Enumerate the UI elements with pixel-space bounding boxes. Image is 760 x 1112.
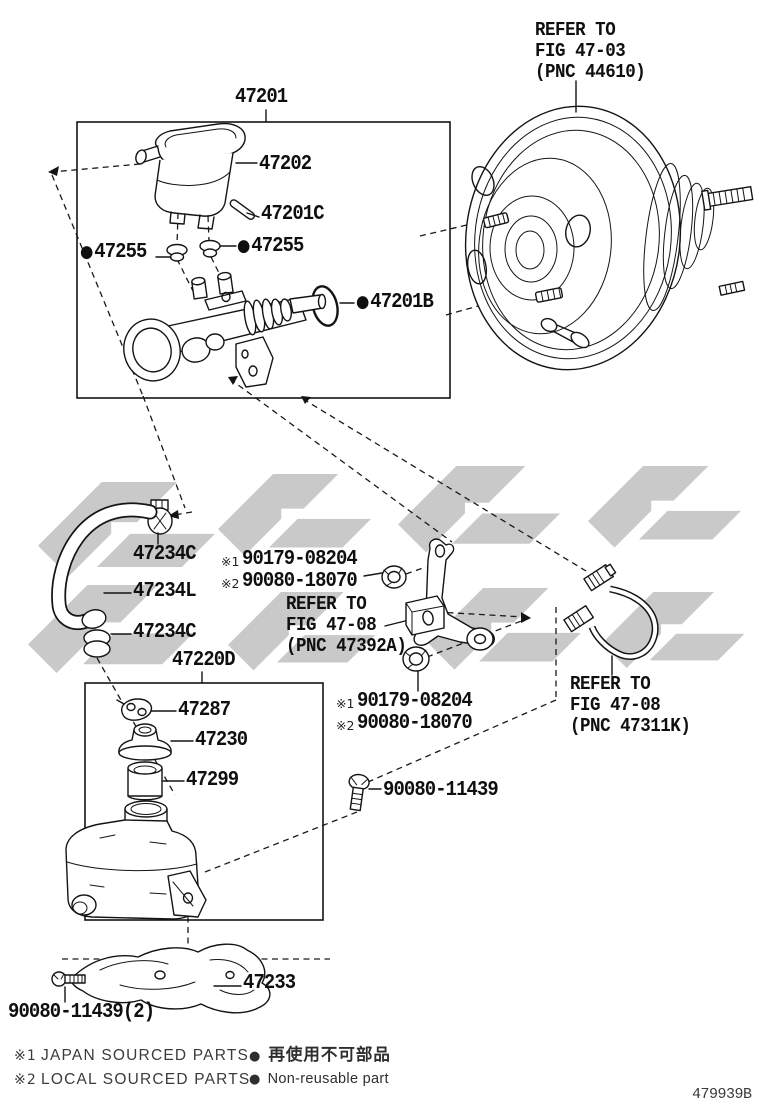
- legend-text: 再使用不可部品: [268, 1046, 391, 1064]
- legend-text: LOCAL SOURCED PARTS: [41, 1071, 251, 1088]
- part-number: 47255: [94, 241, 147, 264]
- refer-line: (PNC 47392A): [286, 635, 407, 657]
- brake-tube-drawing: [563, 563, 659, 660]
- nonreusable-bullet-icon: ●: [80, 242, 93, 262]
- legend-nonreusable: ● 再使用不可部品 ● Non-reusable part: [249, 1044, 391, 1091]
- part-label-cap: 47230: [195, 729, 248, 752]
- source-mark: ※1: [221, 554, 240, 569]
- bolt-pair-drawing: [51, 971, 86, 987]
- part-label-grommet-left: ● 47255: [80, 241, 147, 264]
- nonreusable-bullet-icon: ●: [249, 1049, 262, 1064]
- part-label-strainer: 47299: [186, 769, 239, 792]
- legend-row: ● Non-reusable part: [249, 1068, 391, 1091]
- part-label-o-ring: ● 47201B: [356, 291, 434, 314]
- clamp-lower-drawing: [83, 629, 111, 658]
- pin-drawing: [229, 199, 255, 220]
- refer-line: REFER TO: [570, 673, 651, 695]
- nonreusable-bullet-icon: ●: [356, 292, 369, 312]
- legend-text: JAPAN SOURCED PARTS: [41, 1047, 250, 1064]
- hose-drawing: [51, 502, 158, 630]
- bolt-drawing: [348, 773, 370, 812]
- reservoir-tank-drawing: [65, 800, 207, 920]
- part-label-reservoir-sub-assy: 47202: [259, 153, 312, 176]
- reservoir-assy-box: [84, 682, 324, 921]
- part-label-cap-gasket: 47287: [178, 699, 231, 722]
- reservoir-sub-assy-drawing: [135, 122, 246, 230]
- refer-line: FIG 47-08: [570, 694, 661, 716]
- strainer-drawing: [127, 761, 163, 801]
- part-label-reservoir-assy: 47220D: [172, 649, 236, 672]
- part-number: 90179-08204: [357, 690, 473, 713]
- part-number: 90080-18070: [242, 570, 358, 593]
- refer-note-booster: REFER TO FIG 47-03 (PNC 44610): [535, 19, 646, 83]
- figure-code: 479939B: [692, 1086, 752, 1103]
- booster-stud-lower: [534, 287, 564, 303]
- source-mark: ※2: [221, 576, 240, 591]
- refer-line: FIG 47-08: [286, 614, 377, 636]
- part-label-mounting-bracket: 47233: [243, 972, 296, 995]
- part-label-bolt: 90080-11439: [383, 779, 499, 802]
- master-cylinder-assy-box: [76, 121, 451, 399]
- part-label-pin: 47201C: [261, 203, 325, 226]
- refer-line: (PNC 44610): [535, 61, 646, 83]
- part-number: 47255: [251, 235, 304, 258]
- reservoir-cap-drawing: [118, 723, 172, 761]
- bracket-47233-drawing: [70, 943, 271, 1014]
- leader-lines: [64, 80, 613, 1003]
- refer-line: (PNC 47311K): [570, 715, 691, 737]
- brake-booster-drawing: [464, 105, 754, 371]
- nonreusable-bullet-icon: ●: [237, 236, 250, 256]
- source-mark: ※2: [336, 718, 355, 733]
- booster-pushrod: [701, 185, 754, 211]
- note-row: ※2 90080-18070: [336, 713, 485, 735]
- part-number: 90080-18070: [357, 712, 473, 735]
- bracket-drawing: [381, 538, 495, 672]
- note-row: ※2 90080-18070: [221, 571, 370, 593]
- part-label-hose: 47234L: [133, 580, 197, 603]
- part-number: 90179-08204: [242, 548, 358, 571]
- hardware-note-upper: ※1 90179-08204 ※2 90080-18070: [221, 549, 370, 593]
- part-label-bolt-pair: 90080-11439(2): [8, 1001, 155, 1024]
- legend-text: Non-reusable part: [267, 1071, 389, 1087]
- nut-lower-drawing: [402, 646, 430, 672]
- refer-line: REFER TO: [286, 593, 367, 615]
- grommet-right-drawing: [199, 239, 221, 258]
- refer-line: REFER TO: [535, 19, 616, 41]
- nonreusable-bullet-icon: ●: [249, 1072, 261, 1087]
- note-row: ※1 90179-08204: [221, 549, 370, 571]
- part-number: 47201B: [370, 291, 434, 314]
- nut-upper-drawing: [381, 565, 407, 589]
- part-label-clamp-lower: 47234C: [133, 621, 197, 644]
- hardware-note-lower: ※1 90179-08204 ※2 90080-18070: [336, 691, 485, 735]
- part-label-grommet-right: ● 47255: [237, 235, 304, 258]
- source-mark: ※2: [14, 1072, 38, 1088]
- grommet-left-drawing: [166, 243, 188, 262]
- refer-note-tube: REFER TO FIG 47-08 (PNC 47311K): [570, 673, 691, 737]
- note-row: ※1 90179-08204: [336, 691, 485, 713]
- cap-gasket-drawing: [116, 698, 153, 721]
- booster-stud-upper: [482, 212, 510, 229]
- master-cylinder-drawing: [123, 271, 327, 388]
- part-label-clamp-upper: 47234C: [133, 543, 197, 566]
- part-label-master-cylinder-assy: 47201: [235, 86, 288, 109]
- source-mark: ※1: [14, 1048, 38, 1064]
- refer-line: FIG 47-03: [535, 40, 626, 62]
- legend-row: ● 再使用不可部品: [249, 1044, 391, 1068]
- source-mark: ※1: [336, 696, 355, 711]
- refer-note-bracket: REFER TO FIG 47-08 (PNC 47392A): [286, 593, 407, 657]
